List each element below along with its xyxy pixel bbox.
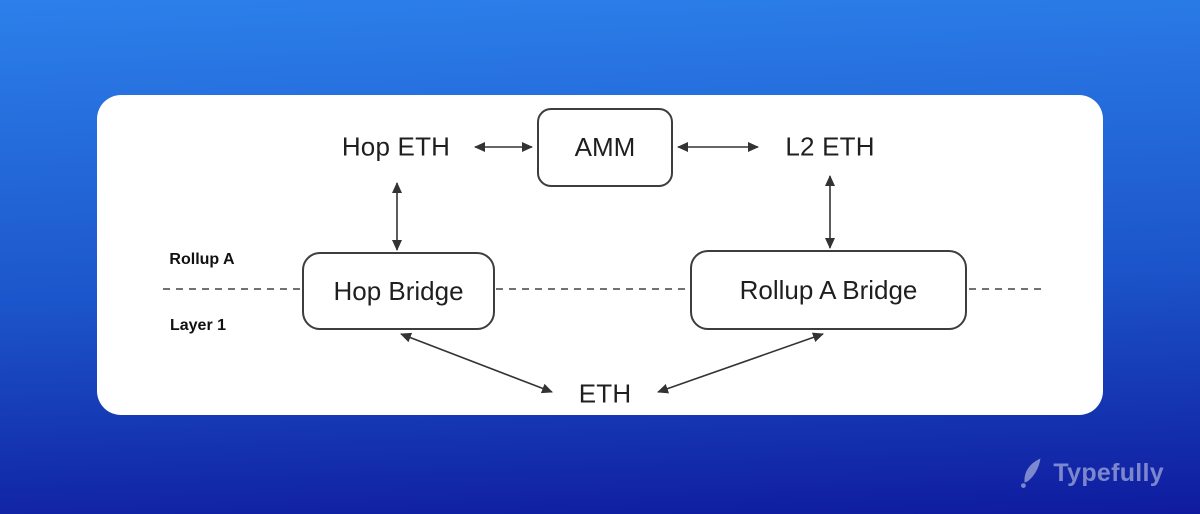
diagram-card: Hop ETH L2 ETH ETH AMM Hop Bridge Rollup… bbox=[97, 95, 1103, 415]
typefully-logo: Typefully bbox=[1019, 458, 1164, 488]
arrow-hop-bridge-eth bbox=[400, 332, 553, 394]
node-hop-eth: Hop ETH bbox=[341, 131, 451, 162]
node-rollup-a-bridge-box: Rollup A Bridge bbox=[690, 250, 967, 330]
logo-text: Typefully bbox=[1053, 458, 1164, 487]
node-amm-box: AMM bbox=[537, 108, 673, 187]
node-hop-bridge-box: Hop Bridge bbox=[302, 252, 495, 330]
node-l2-eth: L2 ETH bbox=[785, 131, 875, 162]
layer-label-layer-1: Layer 1 bbox=[169, 317, 227, 334]
layer-label-rollup-a: Rollup A bbox=[169, 251, 235, 268]
connector-layer bbox=[163, 142, 1043, 394]
node-eth: ETH bbox=[578, 378, 632, 409]
arrow-eth-rollup-a-bridge bbox=[657, 332, 824, 394]
feather-icon bbox=[1021, 458, 1041, 488]
